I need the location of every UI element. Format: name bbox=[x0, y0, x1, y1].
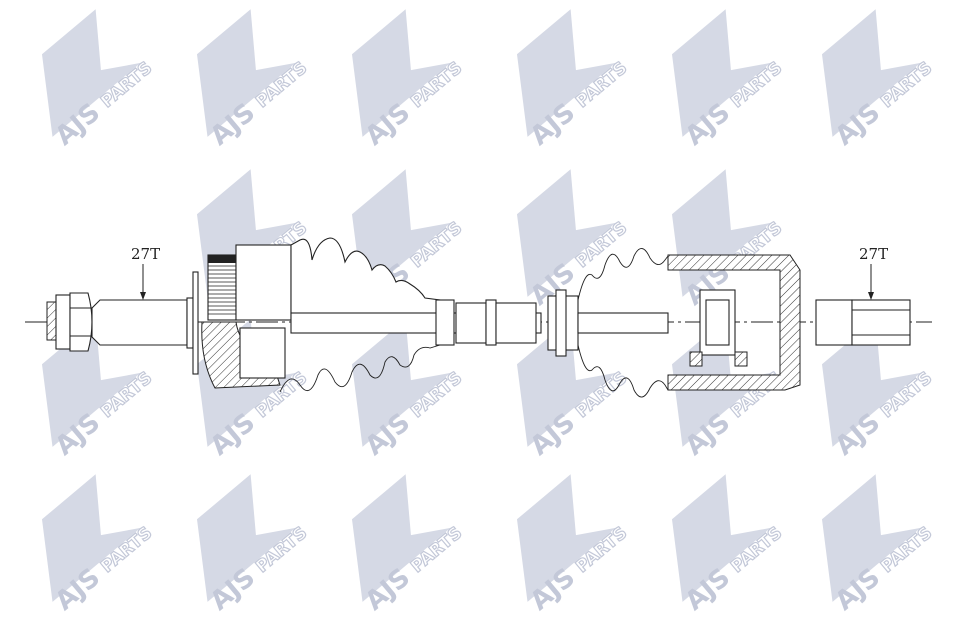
right-stub-shaft bbox=[815, 299, 911, 346]
left-stub-shaft bbox=[91, 271, 199, 375]
right-boot-lower bbox=[577, 344, 669, 398]
right-boot-upper bbox=[577, 248, 669, 301]
right-spline-label: 27T bbox=[859, 245, 888, 263]
outer-cv-joint bbox=[201, 244, 292, 389]
left-spline-callout: 27T bbox=[131, 245, 160, 300]
inner-tripod-joint bbox=[667, 254, 801, 391]
left-boot bbox=[290, 237, 441, 314]
main-shaft bbox=[290, 289, 669, 357]
right-spline-callout: 27T bbox=[859, 245, 888, 300]
left-boot-lower bbox=[279, 344, 441, 393]
left-axle-nut bbox=[46, 292, 93, 352]
left-spline-label: 27T bbox=[131, 245, 160, 263]
